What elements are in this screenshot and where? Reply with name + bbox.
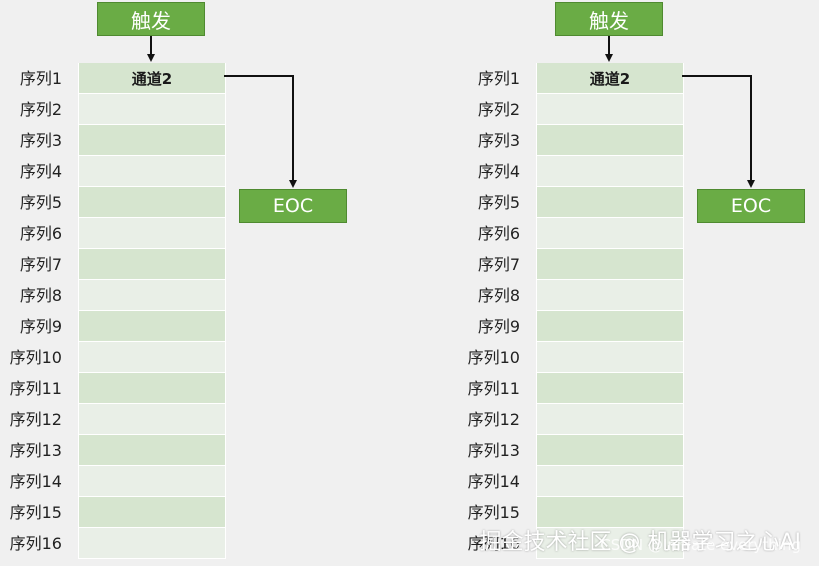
- sequence-label: 序列2: [477, 100, 520, 119]
- empty-cell: [79, 249, 225, 280]
- empty-cell: [537, 373, 683, 404]
- empty-cell: [79, 435, 225, 466]
- empty-cell: [537, 125, 683, 156]
- empty-cell: [537, 497, 683, 528]
- sequence-label: 序列11: [467, 379, 520, 398]
- sequence-labels: 序列1 序列2 序列3 序列4 序列5 序列6 序列7 序列8 序列9 序列10…: [0, 63, 70, 559]
- empty-cell: [79, 156, 225, 187]
- trigger-box: 触发: [97, 2, 205, 36]
- watermark: 掘金技术社区 @ 机器学习之心AI: [479, 530, 801, 555]
- sequence-label: 序列14: [9, 472, 62, 491]
- sequence-label: 序列16: [9, 534, 62, 553]
- sequence-label: 序列6: [477, 224, 520, 243]
- sequence-label: 序列15: [467, 503, 520, 522]
- sequence-label: 序列1: [477, 69, 520, 88]
- eoc-arrow: [682, 75, 755, 188]
- connector-arrows: [605, 36, 755, 188]
- empty-cell: [79, 342, 225, 373]
- empty-cell: [537, 249, 683, 280]
- eoc-box: EOC: [239, 189, 347, 223]
- empty-cell: [79, 218, 225, 249]
- empty-cell: [79, 497, 225, 528]
- empty-cell: [537, 94, 683, 125]
- empty-cell: [537, 218, 683, 249]
- empty-cell: [537, 466, 683, 497]
- empty-cell: [79, 187, 225, 218]
- sequence-label: 序列1: [19, 69, 62, 88]
- sequence-labels: 序列1 序列2 序列3 序列4 序列5 序列6 序列7 序列8 序列9 序列10…: [458, 63, 528, 559]
- empty-cell: [537, 435, 683, 466]
- sequence-label: 序列15: [9, 503, 62, 522]
- sequence-label: 序列9: [477, 317, 520, 336]
- empty-cell: [537, 156, 683, 187]
- empty-cell: [537, 280, 683, 311]
- connector-arrows: [147, 36, 297, 188]
- empty-cell: [537, 311, 683, 342]
- eoc-box: EOC: [697, 189, 805, 223]
- sequence-label: 序列4: [19, 162, 62, 181]
- empty-cell: [79, 528, 225, 559]
- trigger-box: 触发: [555, 2, 663, 36]
- diagram-right: 触发 序列1 序列2 序列3 序列4 序列5 序列6 序列7 序列8 序列9 序…: [458, 0, 819, 566]
- sequence-table: 通道2: [536, 63, 684, 559]
- sequence-label: 序列3: [19, 131, 62, 150]
- empty-cell: [79, 373, 225, 404]
- empty-cell: [79, 466, 225, 497]
- empty-cell: [537, 342, 683, 373]
- sequence-label: 序列9: [19, 317, 62, 336]
- empty-cell: [79, 280, 225, 311]
- empty-cell: [537, 528, 683, 559]
- channel-cell: 通道2: [79, 63, 225, 94]
- sequence-label: 序列4: [477, 162, 520, 181]
- watermark-sub: CSDN @Initiate everything: [600, 536, 801, 554]
- empty-cell: [537, 404, 683, 435]
- sequence-label: 序列8: [19, 286, 62, 305]
- sequence-label: 序列10: [467, 348, 520, 367]
- sequence-label: 序列11: [9, 379, 62, 398]
- diagram-left: 触发 序列1 序列2 序列3 序列4 序列5 序列6 序列7 序列8 序列9 序…: [0, 0, 400, 566]
- sequence-label: 序列7: [19, 255, 62, 274]
- empty-cell: [79, 404, 225, 435]
- empty-cell: [79, 94, 225, 125]
- sequence-label: 序列5: [477, 193, 520, 212]
- sequence-label: 序列12: [467, 410, 520, 429]
- sequence-label: 序列5: [19, 193, 62, 212]
- sequence-label: 序列14: [467, 472, 520, 491]
- sequence-label: 序列3: [477, 131, 520, 150]
- sequence-label: 序列12: [9, 410, 62, 429]
- sequence-label: 序列16: [467, 534, 520, 553]
- sequence-label: 序列10: [9, 348, 62, 367]
- sequence-table: 通道2: [78, 63, 226, 559]
- sequence-label: 序列6: [19, 224, 62, 243]
- sequence-label: 序列13: [9, 441, 62, 460]
- sequence-label: 序列8: [477, 286, 520, 305]
- empty-cell: [79, 125, 225, 156]
- sequence-label: 序列2: [19, 100, 62, 119]
- sequence-label: 序列7: [477, 255, 520, 274]
- channel-cell: 通道2: [537, 63, 683, 94]
- sequence-label: 序列13: [467, 441, 520, 460]
- empty-cell: [79, 311, 225, 342]
- eoc-arrow: [224, 75, 297, 188]
- empty-cell: [537, 187, 683, 218]
